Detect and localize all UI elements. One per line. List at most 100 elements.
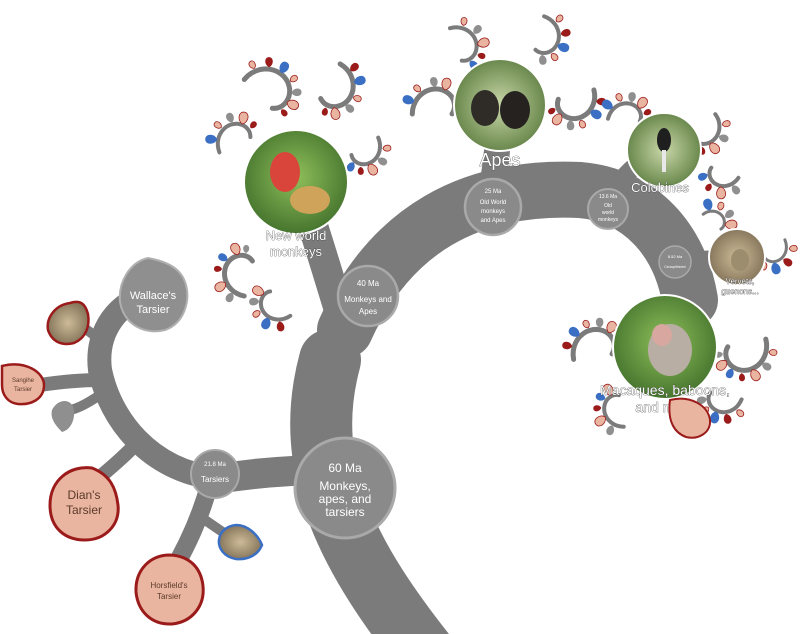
vervet-monkey [731, 249, 749, 271]
twig-curl [241, 66, 293, 111]
node-owm-age: 13.6 Ma [599, 194, 617, 200]
leaf-sangihe-line-1: Sangihe [12, 378, 35, 384]
twig-curl [318, 61, 356, 110]
twig-leaf [721, 120, 731, 128]
twig-leaf [628, 92, 636, 103]
twig-leaf [557, 42, 570, 53]
twig-leaf [717, 201, 725, 211]
twig-leaf [280, 109, 288, 117]
twig-leaf [718, 134, 729, 143]
node-old-world-age: 25 Ma [485, 189, 502, 195]
twig-curl [409, 86, 458, 117]
twig-leaf [709, 142, 721, 154]
group-apes[interactable]: Apes [453, 58, 547, 170]
node-root-label-3: tarsiers [325, 505, 364, 519]
leaf-horsfield-tarsier[interactable]: Horsfield's Tarsier [134, 553, 205, 626]
twig-clusters [205, 14, 798, 436]
twig-leaf [441, 77, 452, 91]
group-macaques[interactable]: Macaques, baboons, and more [600, 294, 730, 415]
twig-leaf [354, 75, 366, 86]
node-owm[interactable]: 13.6 Ma Old world monkeys [587, 188, 629, 230]
twig-leaf [548, 107, 556, 115]
group-colobines[interactable]: Colobines [626, 112, 702, 195]
grey-bud [51, 401, 75, 432]
twig-curl [761, 238, 788, 264]
twig-leaf [350, 62, 359, 72]
twig-leaf [696, 396, 707, 405]
node-old-world[interactable]: 25 Ma Old World monkeys and Apes [463, 177, 523, 237]
group-new-world-line-1: New world [266, 228, 327, 243]
twig-curl [533, 14, 561, 56]
twig-leaf [710, 411, 720, 424]
node-old-world-label-1: Old World [480, 200, 507, 206]
node-root-label-1: Monkeys, [319, 479, 370, 493]
twig-leaf [243, 244, 250, 253]
node-monkeys-apes[interactable]: 40 Ma Monkeys and Apes [336, 264, 400, 328]
twig-leaf [615, 93, 623, 102]
twig-curl [258, 289, 293, 322]
leaf-dian-line-2: Tarsier [66, 503, 102, 517]
node-cercopithecini-label: Cercopithecini [664, 265, 686, 269]
twig-leaf [725, 209, 734, 218]
twig-leaf [637, 96, 648, 109]
twig-curl [706, 390, 744, 415]
twig-leaf [382, 144, 392, 152]
twig-leaf [771, 262, 781, 275]
leaf-horsfield-line-1: Horsfield's [150, 581, 187, 590]
leaf-tarsier-photo-bottom[interactable] [217, 523, 264, 561]
node-root[interactable]: 60 Ma Monkeys, apes, and tarsiers [293, 436, 397, 540]
twig-leaf [430, 77, 438, 87]
twig-leaf [568, 326, 580, 337]
leaf-dian-tarsier[interactable]: Dian's Tarsier [48, 466, 120, 542]
twig-leaf [377, 157, 388, 166]
apes-photo [453, 58, 547, 152]
twig-leaf [213, 265, 222, 272]
twig-leaf [593, 405, 602, 412]
twig-leaf [703, 198, 713, 211]
twig-leaf [289, 74, 298, 83]
chimp-2 [500, 91, 530, 129]
twig-leaf [595, 392, 606, 401]
node-tarsiers[interactable]: 21.8 Ma Tarsiers [190, 449, 240, 499]
colobus-monkey [657, 128, 671, 152]
twig-leaf [716, 186, 726, 200]
twig-leaf [402, 95, 415, 105]
twig-leaf [723, 414, 732, 424]
twig-curl [602, 392, 626, 429]
twig-leaf [566, 120, 575, 131]
leaf-wallace-tarsier[interactable]: Wallace's Tarsier [118, 256, 189, 333]
twig-leaf [560, 28, 571, 37]
twig-leaf [578, 120, 587, 129]
twig-leaf [250, 121, 257, 129]
node-cercopithecini[interactable]: 8.52 Ma Cercopithecini [658, 245, 692, 279]
group-new-world-monkeys[interactable]: New world monkeys [243, 129, 349, 259]
twig-leaf [279, 61, 290, 73]
leaf-sangihe-tarsier[interactable]: Sangihe Tarsier [0, 363, 46, 406]
twig-curl [448, 25, 479, 63]
node-owm-label-1: Old [604, 203, 612, 209]
twig-curl [707, 165, 741, 189]
twig-leaf [218, 253, 228, 262]
twig-leaf [357, 166, 364, 175]
macaque-face [652, 324, 672, 346]
group-vervets[interactable]: Vervets, guenons... [708, 228, 766, 296]
twig-leaf [225, 292, 234, 303]
twig-leaf [346, 162, 355, 172]
uakari-body [290, 186, 330, 214]
twig-leaf [715, 359, 728, 371]
twig-leaf [291, 88, 302, 96]
twig-leaf [590, 109, 602, 120]
node-owm-label-2: world [602, 210, 614, 216]
group-colobines-label: Colobines [631, 180, 689, 195]
twig-leaf [539, 54, 547, 65]
twig-leaf [762, 362, 772, 371]
twig-curl [701, 209, 726, 231]
twig-leaf [724, 219, 738, 230]
leaf-horsfield-line-2: Tarsier [157, 592, 181, 601]
twig-leaf [261, 317, 271, 330]
leaf-tarsier-photo-top[interactable] [46, 300, 90, 346]
chimp-1 [471, 90, 499, 126]
twig-leaf [697, 172, 708, 181]
twig-curl [221, 252, 255, 299]
